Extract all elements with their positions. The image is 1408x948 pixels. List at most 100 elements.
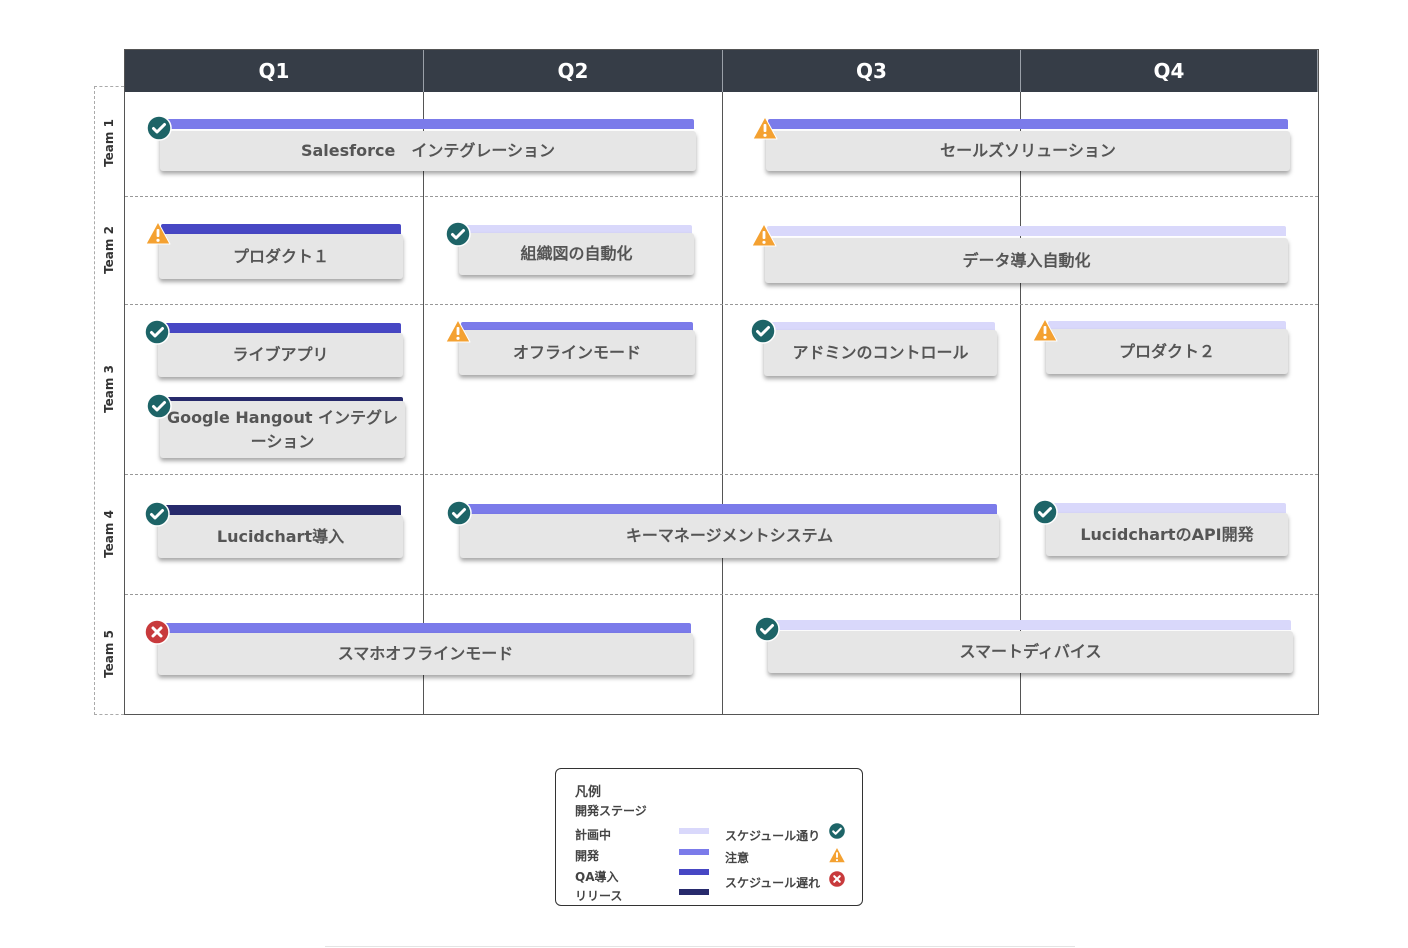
legend-stage-label: リリース <box>575 889 623 903</box>
legend-swatch-release <box>679 889 709 895</box>
team-label-2: Team 2 <box>94 196 124 303</box>
legend-swatch-qa <box>679 869 709 875</box>
project-name: プロダクト１ <box>159 234 403 279</box>
legend-stage-label: 開発 <box>575 849 600 863</box>
legend-title: 凡例 <box>575 785 602 800</box>
stage-bar <box>1048 321 1286 331</box>
project-card[interactable]: 組織図の自動化 <box>445 221 694 275</box>
project-card[interactable]: プロダクト１ <box>145 221 403 279</box>
project-card[interactable]: Google Hangout インテグレーション <box>146 393 405 458</box>
legend-status-label: スケジュール通り <box>725 829 821 843</box>
team-divider <box>125 474 1318 475</box>
project-name: セールズソリューション <box>766 131 1290 171</box>
team-label-1: Team 1 <box>94 91 124 195</box>
quarter-header-q2: Q2 <box>424 50 723 92</box>
stage-bar <box>1048 503 1286 513</box>
stage-bar <box>766 322 995 332</box>
legend: 凡例 開発ステージ 計画中 開発 QA導入 リリース スケジュール通り 注意 ス… <box>555 768 863 906</box>
team-divider <box>125 304 1318 305</box>
project-card[interactable]: スマートディバイス <box>754 616 1293 673</box>
check-circle-icon <box>146 393 172 419</box>
project-card[interactable]: Lucidchart導入 <box>144 501 403 558</box>
team-label-text: Team 5 <box>102 630 117 678</box>
project-card[interactable]: データ導入自動化 <box>751 223 1288 283</box>
stage-bar <box>768 119 1288 129</box>
project-name: Lucidchart導入 <box>158 515 403 558</box>
stage-bar <box>162 119 694 129</box>
stage-bar <box>461 322 693 332</box>
legend-swatch-development <box>679 849 709 855</box>
stage-bar <box>160 623 691 633</box>
footer-divider <box>325 946 1075 947</box>
quarter-header-q1: Q1 <box>125 50 424 92</box>
project-name: キーマネージメントシステム <box>460 514 999 558</box>
legend-stage-label: 計画中 <box>575 828 612 842</box>
stage-bar <box>770 620 1291 630</box>
quarter-divider <box>1020 92 1021 714</box>
stage-bar <box>161 224 401 234</box>
check-circle-icon <box>146 115 172 141</box>
quarter-header-q3: Q3 <box>723 50 1021 92</box>
project-name: LucidchartのAPI開発 <box>1046 513 1288 556</box>
warning-triangle-icon <box>828 846 846 864</box>
x-circle-icon <box>828 870 846 888</box>
roadmap-board: Q1 Q2 Q3 Q4 <box>124 49 1319 715</box>
quarter-divider <box>722 92 723 714</box>
project-name: スマートディバイス <box>768 631 1293 673</box>
legend-swatch-planning <box>679 828 709 834</box>
warning-triangle-icon <box>752 115 778 141</box>
stage-bar <box>767 226 1286 236</box>
stage-bar <box>461 225 692 235</box>
project-name: オフラインモード <box>459 330 695 375</box>
check-circle-icon <box>750 318 776 344</box>
legend-stage-label: QA導入 <box>575 870 619 884</box>
project-name: スマホオフラインモード <box>158 633 693 675</box>
warning-triangle-icon <box>445 318 471 344</box>
project-name: Salesforce インテグレーション <box>160 131 696 171</box>
project-card[interactable]: アドミンのコントロール <box>750 318 997 376</box>
check-circle-icon <box>144 319 170 345</box>
team-label-text: Team 3 <box>102 364 117 413</box>
project-name: プロダクト２ <box>1046 329 1288 374</box>
team-label-text: Team 2 <box>102 225 117 274</box>
team-label-text: Team 1 <box>102 119 117 167</box>
project-card[interactable]: オフラインモード <box>445 319 695 375</box>
check-circle-icon <box>828 822 846 840</box>
warning-triangle-icon <box>751 222 777 248</box>
check-circle-icon <box>1032 499 1058 525</box>
project-name: アドミンのコントロール <box>764 330 997 376</box>
team-column <box>94 86 124 715</box>
project-name: ライブアプリ <box>158 333 403 377</box>
check-circle-icon <box>446 500 472 526</box>
warning-triangle-icon <box>1032 317 1058 343</box>
check-circle-icon <box>144 501 170 527</box>
team-label-3: Team 3 <box>94 304 124 473</box>
team-divider <box>125 196 1318 197</box>
project-name: Google Hangout インテグレーション <box>160 401 405 458</box>
team-label-4: Team 4 <box>94 474 124 593</box>
team-divider <box>125 594 1318 595</box>
quarter-header-q4: Q4 <box>1021 50 1318 92</box>
project-card[interactable]: Salesforce インテグレーション <box>146 115 696 171</box>
project-name: 組織図の自動化 <box>459 233 694 275</box>
project-card[interactable]: プロダクト２ <box>1032 318 1288 374</box>
warning-triangle-icon <box>145 220 171 246</box>
project-name: データ導入自動化 <box>765 238 1288 283</box>
team-label-5: Team 5 <box>94 594 124 714</box>
legend-status-label: スケジュール遅れ <box>725 876 821 890</box>
stage-bar <box>160 323 401 333</box>
x-circle-icon <box>144 619 170 645</box>
legend-status-label: 注意 <box>725 851 750 865</box>
project-card[interactable]: LucidchartのAPI開発 <box>1032 499 1288 556</box>
stage-bar <box>160 505 401 515</box>
check-circle-icon <box>754 616 780 642</box>
project-card[interactable]: キーマネージメントシステム <box>446 500 999 558</box>
project-card[interactable]: セールズソリューション <box>752 116 1290 171</box>
project-card[interactable]: ライブアプリ <box>144 319 403 377</box>
project-card[interactable]: スマホオフラインモード <box>144 619 693 675</box>
quarter-divider <box>423 92 424 714</box>
check-circle-icon <box>445 221 471 247</box>
team-label-text: Team 4 <box>102 509 117 558</box>
legend-stage-heading: 開発ステージ <box>575 804 647 818</box>
stage-bar <box>462 504 997 514</box>
